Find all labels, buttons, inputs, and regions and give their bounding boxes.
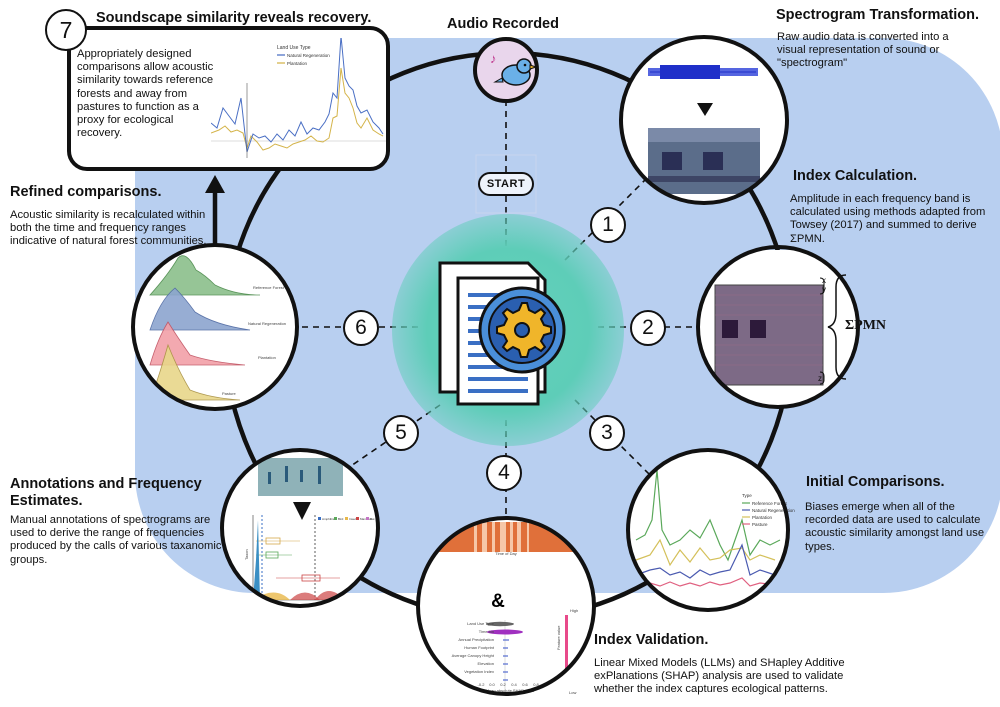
- start-frame: [475, 154, 537, 214]
- soundscape-line-chart: Land Use Type Natural Regeneration Plant…: [211, 38, 386, 158]
- spectrogram-text: Raw audio data is converted into a visua…: [777, 31, 949, 70]
- annotation-circle: [220, 448, 380, 608]
- step-3-badge: 3: [589, 415, 625, 451]
- svg-text:♪: ♪: [490, 51, 497, 66]
- step-7-badge: 7: [45, 9, 87, 51]
- step-2-badge: 2: [630, 310, 666, 346]
- step-5-badge: 5: [383, 415, 419, 451]
- band-label-y: y: [822, 285, 826, 294]
- arrow-head: [205, 175, 225, 193]
- soundscape-legend-0: Natural Regeneration: [287, 53, 330, 58]
- start-badge: START: [478, 172, 534, 196]
- refined-text: Acoustic similarity is recalculated with…: [10, 209, 207, 248]
- soundscape-box: Appropriately designed comparisons allow…: [67, 26, 390, 171]
- validation-title: Index Validation.: [594, 632, 709, 648]
- sum-pmn-label: ΣPMN: [845, 318, 887, 333]
- initial-text: Biases emerge when all of the recorded d…: [805, 501, 985, 553]
- soundscape-title: Soundscape similarity reveals recovery.: [96, 10, 372, 26]
- annotations-title: Annotations and Frequency Estimates.: [10, 476, 202, 509]
- soundscape-legend-title: Land Use Type: [277, 45, 311, 51]
- initial-circle: [626, 448, 790, 612]
- band-label-z: z: [818, 374, 822, 383]
- audio-bird-icon: ♪: [473, 37, 539, 103]
- refined-title: Refined comparisons.: [10, 184, 162, 200]
- soundscape-legend-1: Plantation: [287, 61, 308, 66]
- step-6-badge: 6: [343, 310, 379, 346]
- step-1-badge: 1: [590, 207, 626, 243]
- step-4-badge: 4: [486, 455, 522, 491]
- band-label-x: x: [822, 276, 826, 285]
- index-calc-title: Index Calculation.: [793, 168, 918, 184]
- spectrogram-circle: [619, 35, 789, 205]
- annotations-text: Manual annotations of spectrograms are u…: [10, 514, 222, 566]
- document-cog-icon: [438, 261, 566, 406]
- index-calc-text: Amplitude in each frequency band is calc…: [790, 193, 986, 245]
- refined-circle: [131, 243, 299, 411]
- spectrogram-title: Spectrogram Transformation.: [776, 7, 980, 23]
- initial-title: Initial Comparisons.: [806, 474, 945, 490]
- validation-circle: [416, 516, 596, 696]
- validation-text: Linear Mixed Models (LLMs) and SHapley A…: [594, 657, 845, 696]
- audio-title: Audio Recorded: [447, 16, 559, 32]
- index-circle: [696, 245, 860, 409]
- shap-low: Low: [569, 690, 576, 695]
- soundscape-text: Appropriately designed comparisons allow…: [77, 48, 214, 140]
